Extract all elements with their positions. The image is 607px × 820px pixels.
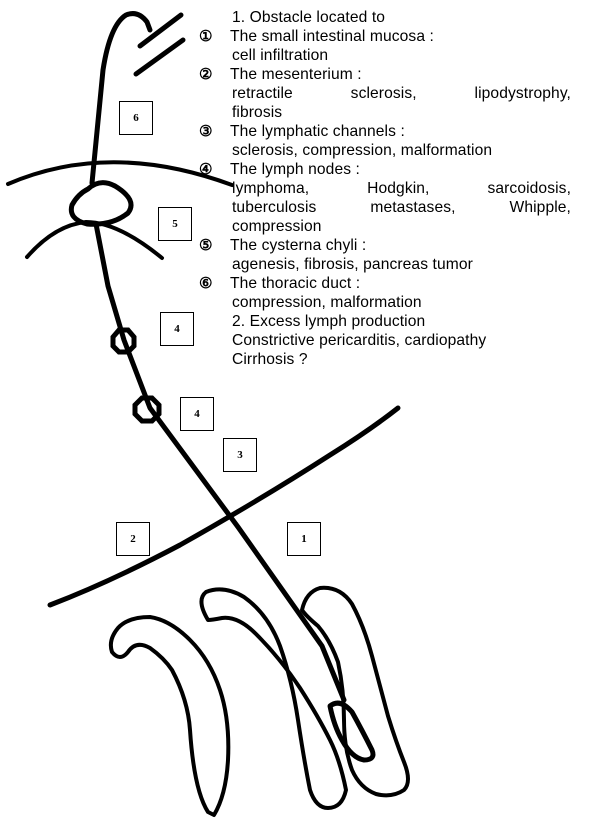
item-causes-continued: compression bbox=[199, 217, 604, 236]
item-title: The small intestinal mucosa : bbox=[230, 28, 434, 45]
item-number: ⑤ bbox=[199, 236, 230, 255]
label-box-4-lower: 4 bbox=[180, 397, 214, 431]
label-box-1: 1 bbox=[287, 522, 321, 556]
excess-line-1: Constrictive pericarditis, cardiopathy bbox=[230, 331, 604, 350]
item-causes: sclerosis, compression, malformation bbox=[199, 141, 604, 160]
cysterna-chyli bbox=[71, 183, 131, 225]
item-number: ② bbox=[199, 65, 230, 84]
label-box-4-upper: 4 bbox=[160, 312, 194, 346]
label-box-5: 5 bbox=[158, 207, 192, 241]
label-box-3: 3 bbox=[223, 438, 257, 472]
obstacle-heading: 1. Obstacle located to bbox=[230, 8, 604, 27]
item-title: The cysterna chyli : bbox=[230, 237, 366, 254]
item-causes: compression, malformation bbox=[199, 293, 604, 312]
villus-right bbox=[302, 588, 408, 796]
villus-left bbox=[111, 617, 228, 815]
label-6: 6 bbox=[133, 112, 139, 124]
item-number: ④ bbox=[199, 160, 230, 179]
item-title: The lymphatic channels : bbox=[230, 123, 405, 140]
label-box-6: 6 bbox=[119, 101, 153, 135]
item-number: ③ bbox=[199, 122, 230, 141]
excess-heading: 2. Excess lymph production bbox=[230, 312, 604, 331]
item-title: The lymph nodes : bbox=[230, 161, 360, 178]
excess-line-2: Cirrhosis ? bbox=[230, 350, 604, 369]
label-2: 2 bbox=[130, 533, 136, 545]
label-1: 1 bbox=[301, 533, 307, 545]
thoracic-duct bbox=[92, 14, 150, 183]
label-4-lower: 4 bbox=[194, 408, 200, 420]
item-causes: retractile sclerosis, lipodystrophy, bbox=[199, 84, 571, 103]
item-title: The thoracic duct : bbox=[230, 275, 360, 292]
item-title: The mesenterium : bbox=[230, 66, 362, 83]
label-3: 3 bbox=[237, 449, 243, 461]
item-causes-continued: tuberculosis metastases, Whipple, bbox=[199, 198, 571, 217]
label-box-2: 2 bbox=[116, 522, 150, 556]
item-causes-continued: fibrosis bbox=[199, 103, 604, 122]
label-4-upper: 4 bbox=[174, 323, 180, 335]
item-number: ① bbox=[199, 27, 230, 46]
label-5: 5 bbox=[172, 218, 178, 230]
item-causes: agenesis, fibrosis, pancreas tumor bbox=[199, 255, 604, 274]
item-number: ⑥ bbox=[199, 274, 230, 293]
item-causes: lymphoma, Hodgkin, sarcoidosis, bbox=[199, 179, 571, 198]
item-causes: cell infiltration bbox=[199, 46, 604, 65]
